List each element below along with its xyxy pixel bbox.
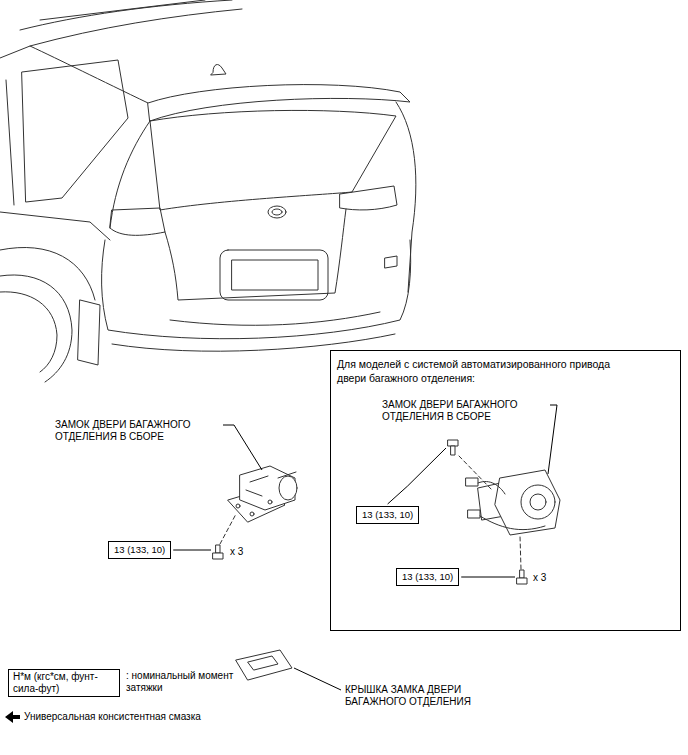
tailgate-panel: [165, 209, 346, 300]
tire: [0, 292, 57, 372]
legend-text: Универсальная консистентная смазка: [24, 711, 201, 723]
body-line: [0, 212, 110, 240]
wire: [478, 481, 545, 529]
torque-value: 13 (133, 10): [114, 544, 165, 556]
unit-box: Н*м (кгс*см, фунт-сила-фут): [8, 669, 120, 697]
part-label: ЗАМОК ДВЕРИ БАГАЖНОГО ОТДЕЛЕНИЯ В СБОРЕ: [55, 419, 220, 443]
antenna: [211, 65, 226, 75]
bolt-shank: [520, 570, 524, 578]
power-lock-assembly: [448, 440, 560, 584]
install-line: [520, 536, 521, 569]
lock-detail: [246, 472, 296, 496]
leader-line: [294, 668, 341, 690]
torque-value: 13 (133, 10): [402, 571, 453, 583]
quantity-label: x 3: [230, 546, 243, 558]
bolt-head: [213, 553, 223, 559]
roof-edge: [20, 0, 232, 30]
bolt-shank: [216, 545, 220, 553]
quantity-label: x 3: [533, 572, 546, 584]
emblem: [272, 209, 282, 215]
leader-line: [388, 448, 446, 504]
motor-gear: [530, 494, 546, 510]
install-line: [459, 456, 492, 490]
tail-light: [110, 208, 165, 235]
lock-housing: [495, 470, 560, 535]
torque-box: 13 (133, 10): [356, 506, 419, 524]
lock-assembly: [213, 466, 297, 559]
legend-text: : номинальный момент затяжки: [126, 670, 236, 694]
motor-gear: [521, 485, 555, 519]
connector: [468, 510, 480, 518]
variant-panel: Для моделей с системой автоматизированно…: [330, 350, 681, 631]
side-window: [22, 60, 128, 202]
unit-text: Н*м (кгс*см, фунт-сила-фут): [13, 671, 115, 695]
reflector: [385, 256, 397, 268]
bolt-shank: [451, 446, 455, 455]
install-line: [220, 514, 236, 544]
license-plate: [232, 260, 318, 290]
lock-cylinder: [279, 476, 297, 500]
bolt-hole: [250, 512, 254, 516]
tail-light: [340, 186, 397, 210]
rear-window: [150, 110, 396, 210]
torque-box: 13 (133, 10): [396, 568, 459, 586]
cover-slot: [248, 656, 278, 670]
roof-rail: [40, 0, 205, 20]
tire: [0, 275, 72, 382]
bumper: [102, 240, 411, 339]
torque-value: 13 (133, 10): [362, 509, 413, 521]
lock-cover: [236, 650, 292, 680]
door-line: [6, 80, 14, 205]
panel-heading: Для моделей с системой автоматизированно…: [331, 351, 633, 385]
plate-recess: [220, 250, 328, 300]
cover-outline: [236, 650, 292, 680]
leader-line: [173, 550, 211, 551]
leader-line: [548, 405, 557, 474]
bolt-hole: [268, 500, 272, 504]
leader-line: [461, 577, 515, 578]
body-side: [110, 121, 150, 228]
part-label: ЗАМОК ДВЕРИ БАГАЖНОГО ОТДЕЛЕНИЯ В СБОРЕ: [382, 399, 547, 423]
grease-arrow-symbol: [5, 711, 20, 723]
bolt-head: [448, 440, 458, 446]
bolt-head: [517, 578, 527, 584]
bolt-hole: [236, 504, 240, 508]
emblem: [268, 206, 286, 218]
connector: [466, 478, 478, 486]
mud-flap: [78, 300, 100, 365]
leader-line: [223, 425, 262, 470]
part-label: КРЫШКА ЗАМКА ДВЕРИ БАГАЖНОГО ОТДЕЛЕНИЯ: [345, 684, 520, 708]
torque-box: 13 (133, 10): [108, 541, 171, 559]
bumper-edge: [112, 334, 395, 351]
roof-edge: [30, 9, 242, 46]
bumper-step: [170, 312, 380, 325]
body-side: [396, 102, 416, 292]
vehicle-rear: [0, 0, 416, 382]
